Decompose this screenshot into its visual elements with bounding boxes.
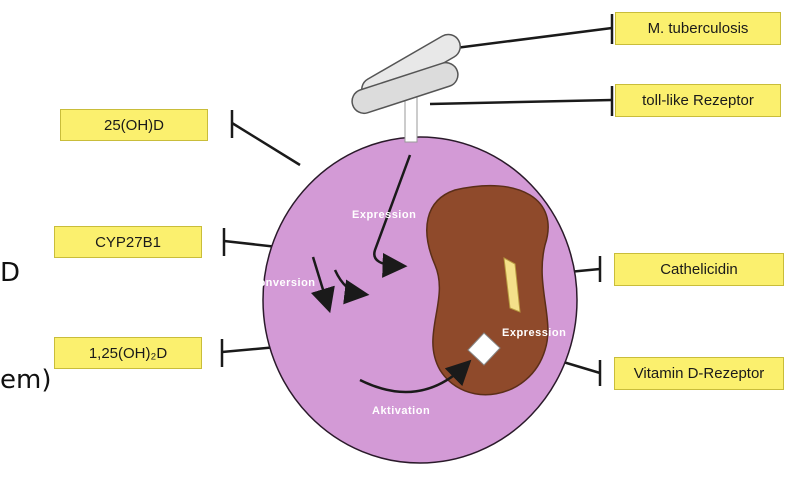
- tlr-connector: [430, 100, 612, 104]
- cell-label-conversion: Konversion: [250, 277, 316, 289]
- cropped-text-em: em): [0, 365, 51, 395]
- label-tlr: toll-like Rezeptor: [615, 84, 781, 117]
- cell-label-expression-right: Expression: [502, 327, 566, 339]
- label-cyp27b1: CYP27B1: [54, 226, 202, 258]
- receptor-stem: [405, 96, 417, 142]
- label-125ohd: 1,25(OH)₂D: [54, 337, 202, 369]
- nucleus: [427, 186, 548, 395]
- cell-label-expression-top: Expression: [352, 209, 416, 221]
- label-cathelicidin: Cathelicidin: [614, 253, 784, 286]
- label-vdr: Vitamin D-Rezeptor: [614, 357, 784, 390]
- label-mtb: M. tuberculosis: [615, 12, 781, 45]
- label-25ohd: 25(OH)D: [60, 109, 208, 141]
- ohd25-connector: [232, 123, 300, 165]
- cell-label-aktivation: Aktivation: [372, 405, 430, 417]
- cropped-text-d: D: [0, 258, 20, 288]
- mtb-connector: [440, 28, 612, 50]
